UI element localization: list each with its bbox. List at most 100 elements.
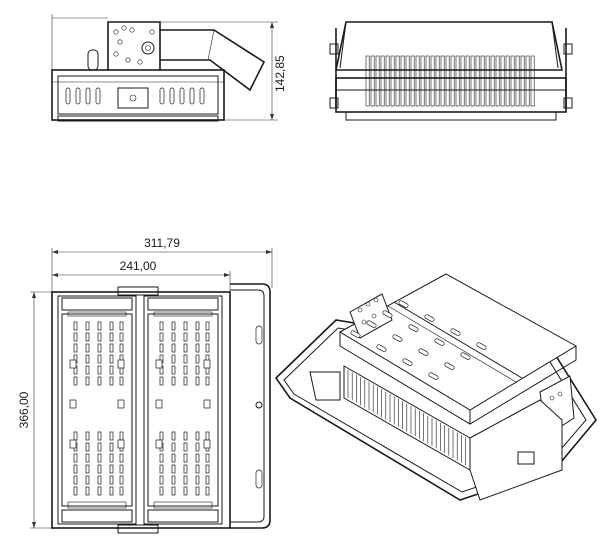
cooling-fin: [465, 55, 470, 107]
vent-slot: [159, 376, 164, 386]
vent-slot: [171, 464, 176, 474]
vent-slot: [205, 431, 210, 441]
vent-slot: [402, 358, 413, 366]
cooling-fin: [400, 55, 405, 107]
mount-tab: [117, 399, 125, 409]
cooling-fin: [480, 55, 485, 107]
cooling-fin: [520, 55, 525, 107]
vent-slot: [171, 365, 176, 375]
bracket-hole: [373, 297, 379, 303]
vent-slot: [171, 453, 176, 463]
vent-slot: [119, 332, 124, 342]
cooling-fin: [490, 55, 495, 107]
vent-slot: [350, 330, 361, 338]
vent-slot: [195, 431, 200, 441]
bracket-hole: [125, 57, 131, 63]
mount-tab: [203, 359, 211, 369]
cooling-fin: [385, 55, 390, 107]
vent-slot: [205, 343, 210, 353]
vent-slot: [85, 464, 90, 474]
vent-slot: [179, 87, 185, 105]
vent-slot: [183, 354, 188, 364]
vent-slot: [159, 321, 164, 331]
vent-slot: [205, 376, 210, 386]
vent-slot: [97, 343, 102, 353]
cooling-fin: [420, 55, 425, 107]
vent-slot: [195, 464, 200, 474]
vent-slot: [109, 475, 114, 485]
cooling-fin: [430, 55, 435, 107]
vent-slot: [183, 486, 188, 496]
vent-slot: [73, 321, 78, 331]
cooling-fin: [375, 55, 380, 107]
vent-slot: [183, 464, 188, 474]
vent-slot: [171, 332, 176, 342]
bracket-hole: [113, 29, 119, 35]
bracket-hole: [137, 59, 143, 65]
vent-slot: [85, 376, 90, 386]
vent-slot: [73, 464, 78, 474]
vent-slot: [159, 453, 164, 463]
vent-slot: [183, 321, 188, 331]
vent-slot: [109, 332, 114, 342]
vent-slot: [109, 343, 114, 353]
vent-slot: [195, 343, 200, 353]
vent-slot: [95, 87, 101, 105]
vent-slot: [171, 354, 176, 364]
vent-slot: [183, 343, 188, 353]
mount-tab: [69, 399, 77, 409]
cooling-fin: [410, 55, 415, 107]
vent-slot: [195, 475, 200, 485]
vent-slot: [73, 332, 78, 342]
vent-slot: [109, 376, 114, 386]
vent-slot: [97, 365, 102, 375]
vent-slot: [195, 365, 200, 375]
end-rail: [153, 311, 213, 317]
vent-slot: [75, 87, 81, 105]
vent-slot: [85, 453, 90, 463]
vent-slot: [183, 453, 188, 463]
cooling-fin: [475, 55, 480, 107]
vent-slot: [171, 431, 176, 441]
vent-slot: [73, 343, 78, 353]
vent-slot: [97, 321, 102, 331]
cooling-fin: [515, 55, 520, 107]
vent-slot: [205, 453, 210, 463]
dim-length-label: 366,00: [17, 391, 31, 428]
vent-slot: [85, 321, 90, 331]
vent-slot: [85, 475, 90, 485]
vent-slot: [183, 475, 188, 485]
mount-tab: [203, 399, 211, 409]
cooling-fin: [415, 55, 420, 107]
bracket-hole: [129, 27, 135, 33]
end-rail: [153, 501, 213, 509]
cooling-fin: [405, 55, 410, 107]
vent-slot: [97, 486, 102, 496]
cooling-fin: [525, 55, 530, 107]
dim-overall-width-label: 311,79: [144, 236, 180, 250]
vent-slot: [205, 486, 210, 496]
vent-slot: [171, 343, 176, 353]
vent-slot: [195, 321, 200, 331]
cooling-fin: [370, 55, 375, 107]
cooling-fin: [500, 55, 505, 107]
vent-slot: [476, 342, 487, 350]
cooling-fin: [365, 55, 370, 107]
vent-slot: [428, 372, 439, 380]
vent-slot: [73, 453, 78, 463]
mount-tab: [203, 439, 211, 449]
vent-slot: [109, 354, 114, 364]
cooling-fin: [445, 55, 450, 107]
vent-slot: [195, 486, 200, 496]
vent-slot: [159, 431, 164, 441]
vent-slot: [85, 431, 90, 441]
vent-slot: [109, 321, 114, 331]
vent-slot: [97, 464, 102, 474]
cooling-fin: [450, 55, 455, 107]
vent-slot: [159, 332, 164, 342]
vent-slot: [97, 332, 102, 342]
vent-slot: [195, 376, 200, 386]
cooling-fin: [505, 55, 510, 107]
vent-slot: [376, 344, 387, 352]
